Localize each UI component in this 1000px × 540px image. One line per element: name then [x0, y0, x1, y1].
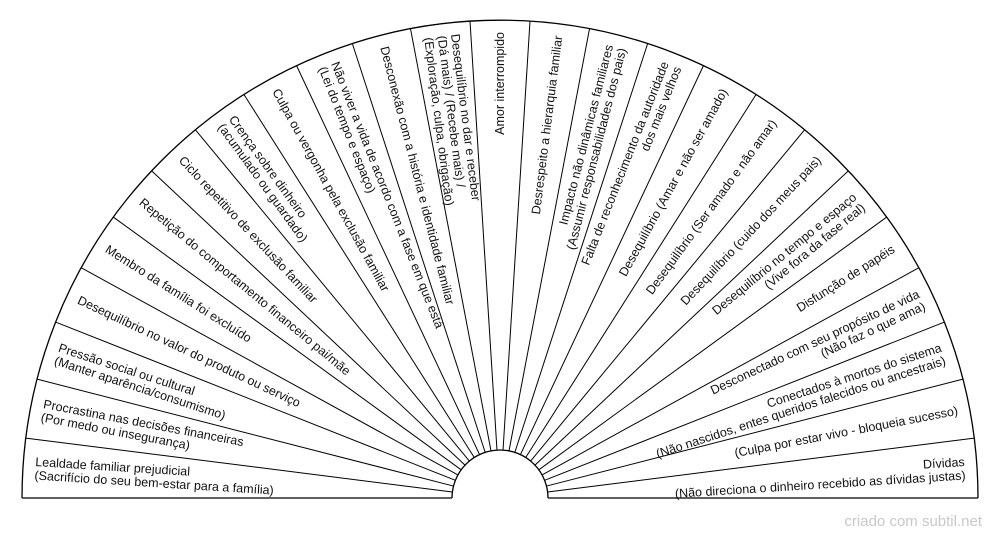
sector-divider — [351, 43, 486, 453]
sector-divider — [525, 94, 757, 458]
inner-hub — [451, 449, 549, 499]
sector-label-line: Amor interrompido — [493, 32, 507, 135]
sector-divider — [469, 20, 498, 451]
sector-labels: Lealdade familiar prejudicial(Sacrifício… — [34, 32, 966, 501]
sector-divider — [112, 216, 462, 471]
outer-arc — [21, 19, 979, 499]
sector-dividers — [25, 20, 975, 493]
sector-label-line: (Não direciona o dinheiro recebido as dí… — [674, 468, 965, 500]
sector-divider — [546, 378, 964, 487]
sector-divider — [55, 321, 456, 481]
sector-divider — [508, 28, 591, 451]
sector-divider — [80, 267, 459, 476]
sector-divider — [25, 437, 453, 493]
sector-label: Membro da família foi excluído — [103, 242, 254, 345]
sector-label: Desrespeito a hierarquia familiar — [529, 35, 565, 215]
sector-divider — [541, 267, 920, 476]
sector-label-line: Membro da família foi excluído — [103, 242, 254, 345]
sector-divider — [534, 170, 849, 466]
sector-divider — [194, 129, 470, 462]
sector-divider — [519, 65, 704, 455]
sector-divider — [530, 129, 806, 462]
sector-divider — [547, 437, 975, 493]
footer-credit: criado com subtil.net — [844, 513, 982, 530]
sector-label-line: Dívidas — [923, 455, 965, 472]
sector-label: Lealdade familiar prejudicial(Sacrifício… — [34, 455, 274, 497]
sector-divider — [296, 65, 481, 455]
sector-label: Amor interrompido — [493, 32, 507, 135]
sector-divider — [36, 378, 454, 487]
sector-divider — [502, 20, 531, 451]
sector-label-line: Desrespeito a hierarquia familiar — [529, 35, 565, 215]
sector-label: Dívidas(Não direciona o dinheiro recebid… — [674, 455, 965, 501]
sector-divider — [151, 170, 466, 466]
sector-divider — [544, 321, 945, 481]
sector-divider — [409, 28, 492, 451]
sector-divider — [243, 94, 475, 458]
sector-divider — [538, 216, 888, 471]
sector-label: Desequilíbrio no dar e receber(Dá mais) … — [421, 33, 483, 206]
sector-divider — [514, 43, 649, 453]
